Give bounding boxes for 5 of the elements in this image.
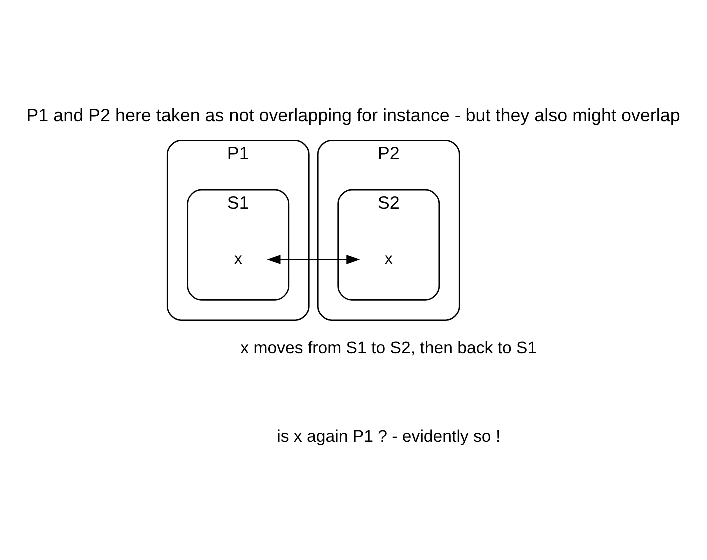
node-text: x bbox=[384, 250, 393, 268]
label: is x again P1 ? - evidently so ! bbox=[277, 426, 501, 446]
node-text: x bbox=[234, 250, 242, 268]
label: x moves from S1 to S2, then back to S1 bbox=[240, 338, 538, 357]
diagram-title: P1 and P2 here taken as not overlapping for instance - but they also might overlap bbox=[26, 104, 680, 125]
